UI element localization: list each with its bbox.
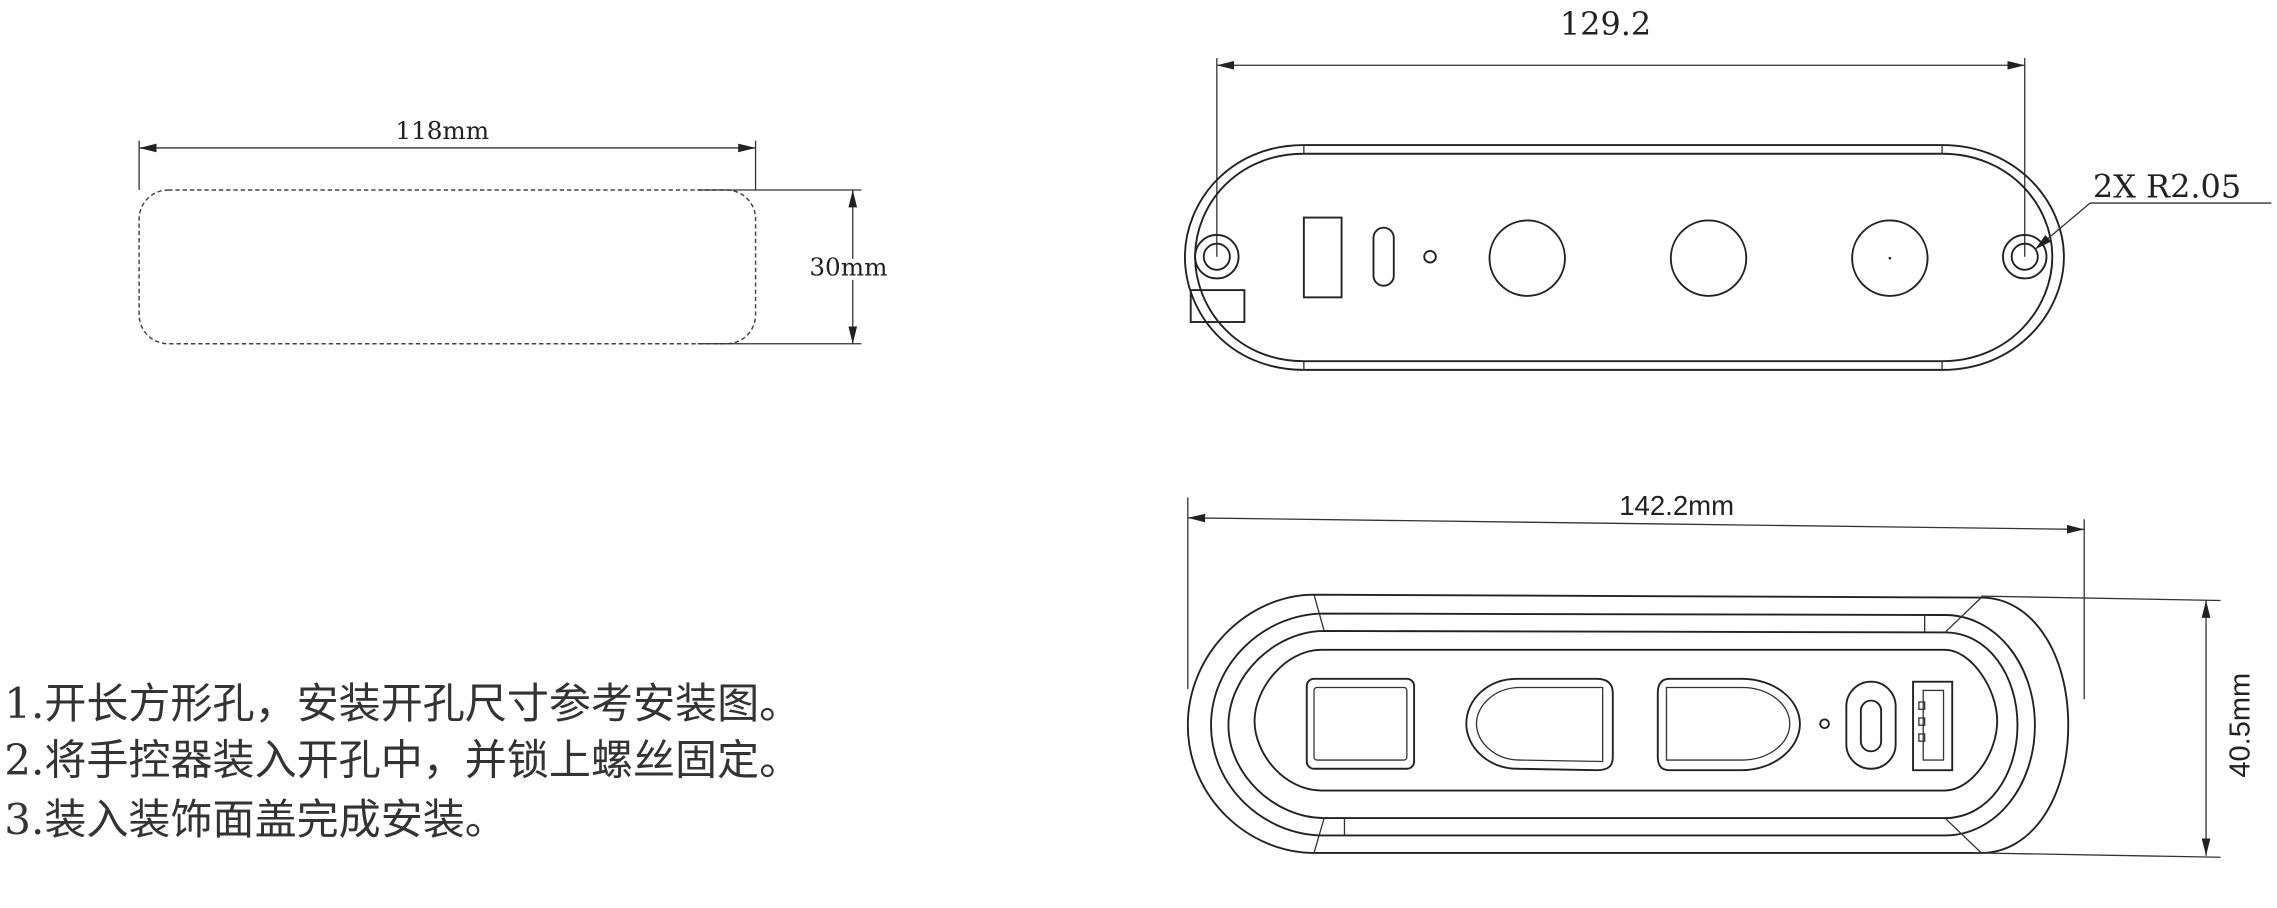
usb-c-opening [1372, 226, 1395, 287]
screw-hole-left [1194, 234, 1240, 280]
note-3: 3.装入装饰面盖完成安装。 [4, 795, 507, 844]
front-panel [1253, 648, 1999, 792]
led-indicator [1819, 718, 1830, 730]
front-width-label: 142.2mm [1619, 490, 1734, 521]
d-shaped-button [1656, 677, 1801, 772]
cutout-width-label: 118mm [395, 116, 489, 145]
usb-a-opening [1302, 216, 1343, 299]
usb-c-port [1845, 680, 1897, 770]
square-button [1305, 677, 1416, 770]
cutout-height-label: 30mm [809, 253, 887, 282]
led-hole [1423, 249, 1437, 264]
hole-leader [2034, 202, 2091, 250]
front-body-outline [1186, 593, 2070, 854]
button-hole-3 [1851, 219, 1929, 297]
usb-a-port [1912, 680, 1954, 772]
back-body-outline [1183, 144, 2065, 371]
front-height-label: 40.5mm [2225, 673, 2257, 778]
back-view: 129.2 2X R2.05 [1183, 5, 2272, 371]
button-hole-1 [1488, 219, 1566, 297]
oval-button [1465, 677, 1614, 772]
installation-notes: 1.开长方形孔，安装开孔尺寸参考安装图。 2.将手控器装入开孔中，并锁上螺丝固定… [4, 679, 801, 844]
note-1: 1.开长方形孔，安装开孔尺寸参考安装图。 [4, 679, 801, 728]
front-width-dimension [1187, 513, 2085, 534]
screw-hole-right [2002, 234, 2048, 280]
cutout-view: 118mm 30mm [138, 116, 892, 345]
note-2: 2.将手控器装入开孔中，并锁上螺丝固定。 [4, 736, 801, 785]
cutout-outline [138, 189, 757, 345]
front-view: 142.2mm 40.5mm [1186, 490, 2257, 858]
back-width-label: 129.2 [1560, 5, 1651, 43]
hole-radius-label: 2X R2.05 [2093, 167, 2241, 205]
button-hole-2 [1669, 219, 1748, 297]
